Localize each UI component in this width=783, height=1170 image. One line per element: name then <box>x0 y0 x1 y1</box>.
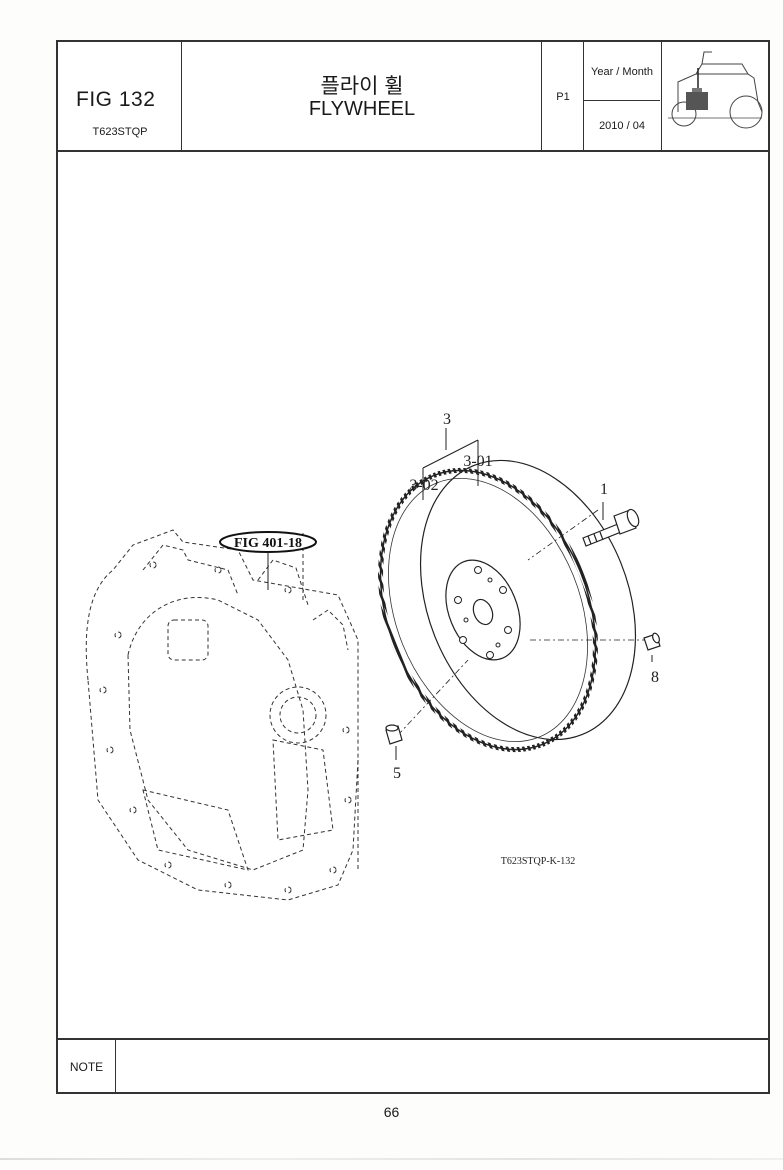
part-label-3-01: 3-01 <box>463 453 492 470</box>
date-label: Year / Month <box>591 66 653 78</box>
date-cell: Year / Month 2010 / 04 <box>584 42 662 150</box>
part-label-3: 3 <box>443 411 451 428</box>
note-row: NOTE <box>58 1038 768 1094</box>
flywheel-drawing: FIG 401-18 <box>85 411 661 901</box>
fig-reference-callout: FIG 401-18 <box>219 531 317 590</box>
part-label-1: 1 <box>600 481 608 498</box>
exploded-diagram: FIG 401-18 <box>58 150 768 1038</box>
title-block: FIG 132 T623STQP 플라이 휠 FLYWHEEL P1 Year … <box>58 42 768 152</box>
flywheel <box>378 459 648 753</box>
fig-reference-label: FIG 401-18 <box>234 536 302 551</box>
title-korean: 플라이 휠 <box>320 75 404 98</box>
dowel-pin-lower <box>385 724 403 745</box>
fig-cell: FIG 132 T623STQP <box>58 42 182 150</box>
page-code-cell: P1 <box>542 42 584 150</box>
model-code: T623STQP <box>92 126 148 138</box>
flywheel-housing <box>85 529 359 901</box>
note-label: NOTE <box>58 1040 116 1094</box>
fig-number: FIG 132 <box>76 88 156 111</box>
leader-lines <box>395 428 653 760</box>
dowel-pin-upper <box>643 632 661 651</box>
title-cell: 플라이 휠 FLYWHEEL <box>182 42 542 150</box>
part-label-8: 8 <box>651 669 659 686</box>
page-number: 66 <box>383 1104 400 1120</box>
title-english: FLYWHEEL <box>308 98 416 120</box>
date-value: 2010 / 04 <box>599 120 645 132</box>
tractor-icon <box>668 51 763 129</box>
page-code: P1 <box>556 91 570 103</box>
drawing-number: T623STQP-K-132 <box>501 856 575 867</box>
date-label-cell: Year / Month <box>584 42 660 101</box>
part-label-3-02: 3-02 <box>409 477 438 494</box>
part-label-5: 5 <box>393 765 401 782</box>
bolt <box>582 508 640 547</box>
page-frame: FIG 132 T623STQP 플라이 휠 FLYWHEEL P1 Year … <box>56 40 770 1094</box>
scan-edge-divider <box>0 1158 783 1160</box>
icon-cell <box>662 42 768 150</box>
